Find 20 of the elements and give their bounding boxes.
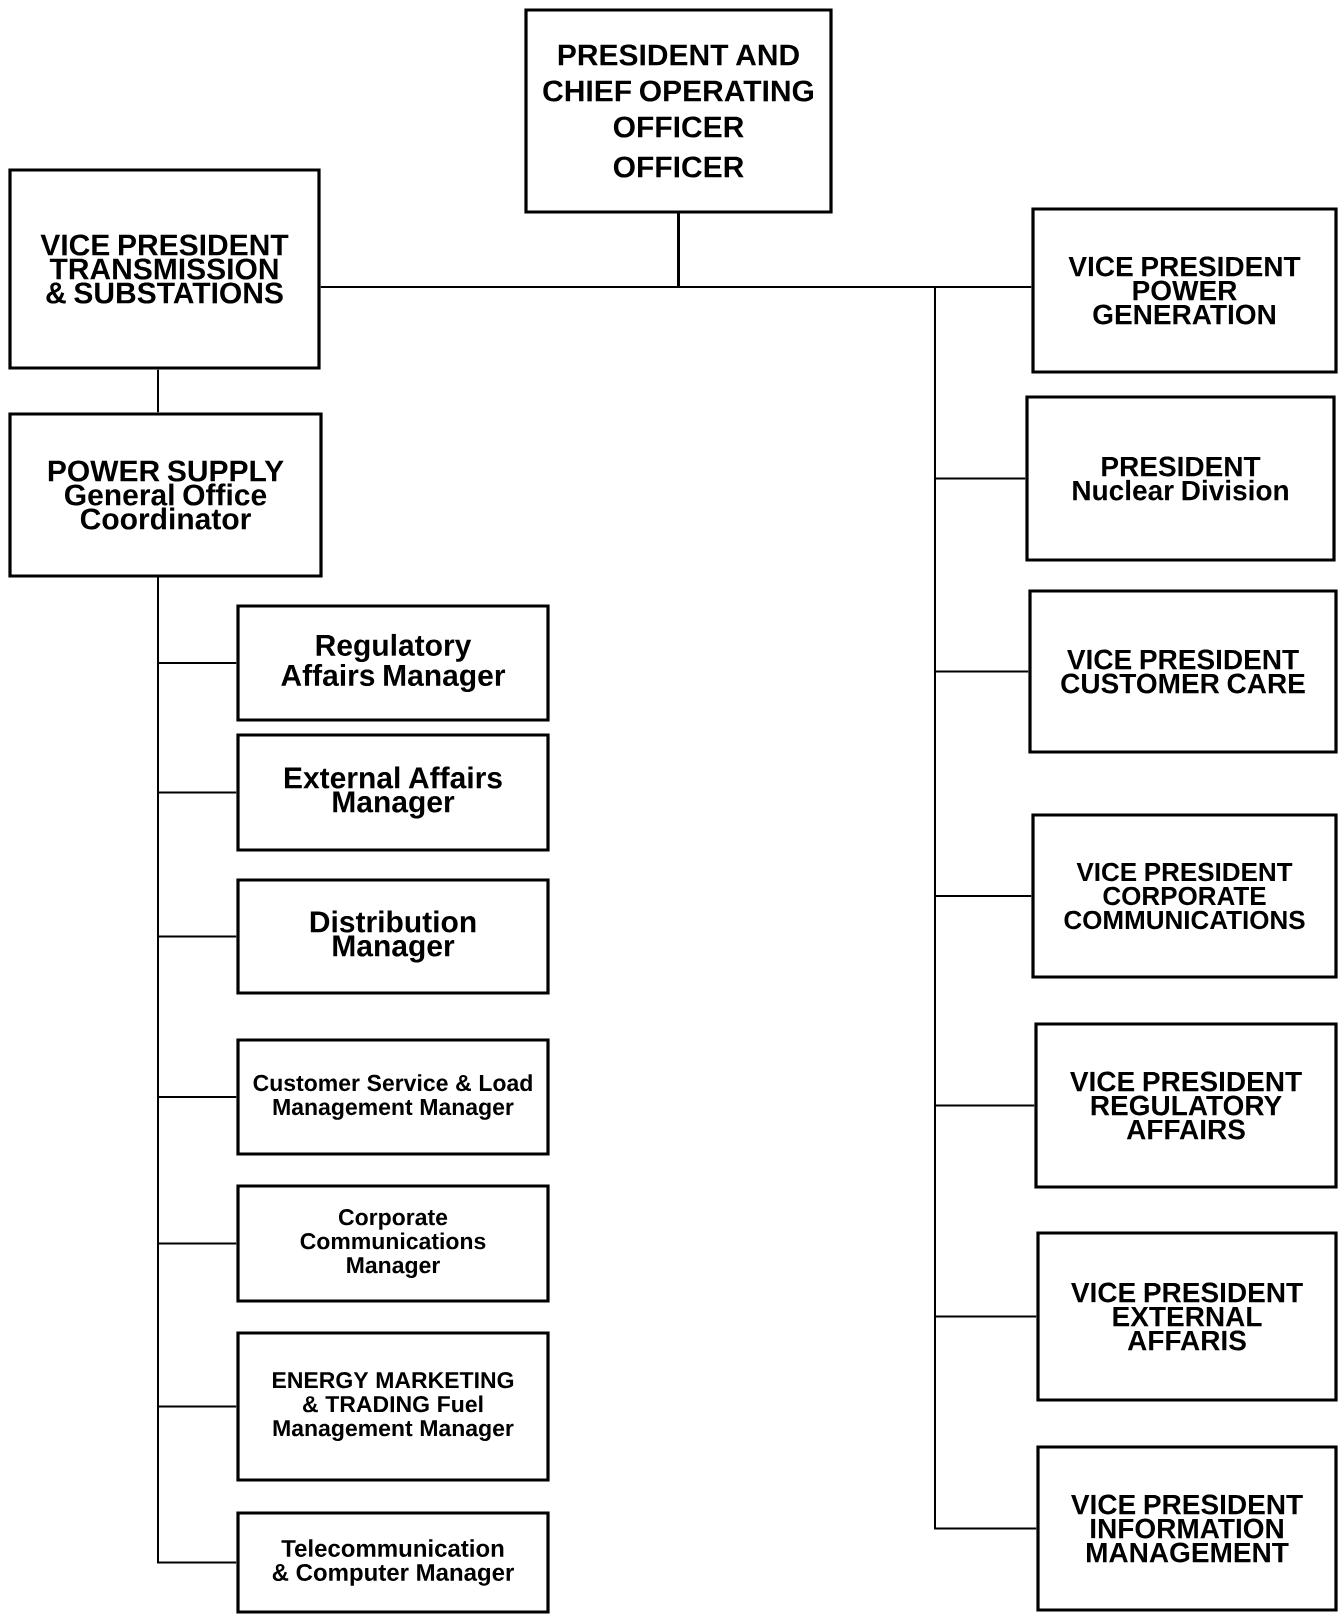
org-box: VICE PRESIDENT EXTERNAL AFFARIS <box>1036 1231 1338 1402</box>
connector-line <box>157 576 238 1564</box>
org-box: VICE PRESIDENT TRANSMISSION & SUBSTATIONS <box>8 168 321 370</box>
org-box: VICE PRESIDENT CUSTOMER CARE <box>1028 589 1338 754</box>
org-box: Distribution Manager <box>236 878 550 995</box>
connector-line <box>677 212 1038 1530</box>
org-box: VICE PRESIDENT CORPORATE COMMUNICATIONS <box>1031 813 1338 979</box>
org-box: VICE PRESIDENT REGULATORY AFFAIRS <box>1034 1022 1338 1189</box>
org-box: External Affairs Manager <box>236 733 550 852</box>
org-box: Telecommunication & Computer Manager <box>236 1511 550 1614</box>
org-box: ENERGY MARKETING & TRADING Fuel Management Manager <box>236 1331 550 1482</box>
org-box: Corporate Communications Manager <box>236 1184 550 1303</box>
org-box: VICE PRESIDENT POWER GENERATION <box>1031 207 1338 374</box>
org-box: Regulatory Affairs Manager <box>236 604 550 722</box>
org-box: VICE PRESIDENT INFORMATION MANAGEMENT <box>1036 1445 1338 1612</box>
org-box: POWER SUPPLY General Office Coordinator <box>8 412 323 578</box>
connector-line <box>157 368 159 414</box>
org-box: Customer Service & Load Management Manager <box>236 1038 550 1156</box>
org-box: PRESIDENT AND CHIEF OPERATING OFFICER OFFICER <box>524 8 833 214</box>
org-box: PRESIDENT Nuclear Division <box>1025 395 1336 562</box>
